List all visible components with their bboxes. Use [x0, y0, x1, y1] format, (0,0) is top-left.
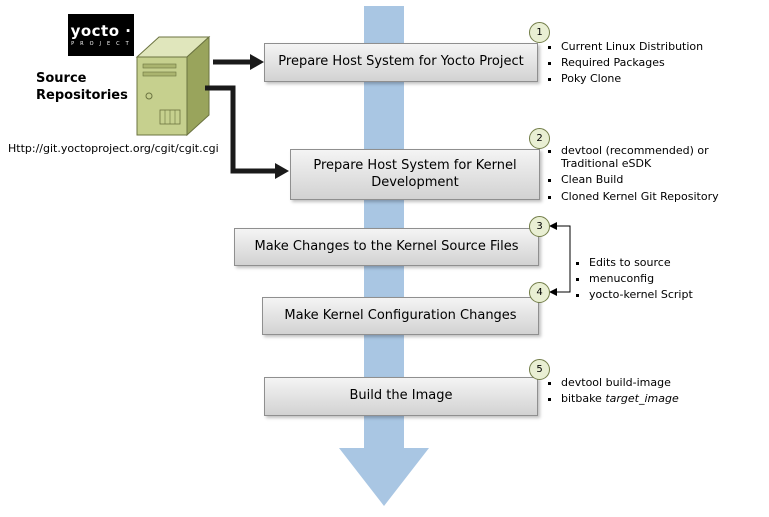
bullet-item: Edits to source [589, 256, 736, 269]
yocto-logo-subtitle: P R O J E C T [71, 40, 131, 47]
arrow-server-to-step2 [205, 85, 289, 179]
step-box-4-label: Make Kernel Configuration Changes [284, 307, 517, 323]
steps-3-4-shared-bullet-list: Edits to source menuconfig yocto-kernel … [576, 256, 736, 305]
bullet-item: Clean Build [561, 173, 724, 186]
source-repositories-label: Source Repositories [36, 70, 128, 104]
step-number-badge-1: 1 [529, 22, 550, 43]
step-box-3: Make Changes to the Kernel Source Files [234, 228, 539, 266]
bullet-list: Edits to source menuconfig yocto-kernel … [576, 256, 736, 302]
step-number-badge-2: 2 [529, 128, 550, 149]
bullet-item: Required Packages [561, 56, 760, 69]
yocto-logo: yocto · P R O J E C T [68, 14, 134, 56]
step-box-5-label: Build the Image [349, 388, 453, 404]
repo-url: Http://git.yoctoproject.org/cgit/cgit.cg… [8, 142, 219, 155]
bitbake-command-prefix: bitbake [561, 392, 606, 406]
step2-bullet-list: devtool (recommended) or Traditional eSD… [548, 144, 724, 206]
bullet-item: Current Linux Distribution [561, 40, 760, 53]
source-label-line1: Source [36, 71, 87, 86]
step-box-1-label: Prepare Host System for Yocto Project [278, 54, 524, 70]
bullet-list: devtool build-image bitbake target_image [548, 376, 760, 405]
bullet-item: bitbake target_image [561, 392, 760, 405]
step-number-badge-4: 4 [529, 282, 550, 303]
bullet-item: devtool (recommended) or Traditional eSD… [561, 144, 724, 170]
step-number-badge-5: 5 [529, 359, 550, 380]
step-box-5: Build the Image [264, 377, 538, 416]
step-box-4: Make Kernel Configuration Changes [262, 297, 539, 335]
bullet-item: menuconfig [589, 272, 736, 285]
step1-bullet-list: Current Linux Distribution Required Pack… [548, 40, 760, 89]
step-box-1: Prepare Host System for Yocto Project [264, 43, 538, 82]
step-number-badge-3: 3 [529, 216, 550, 237]
bitbake-target-image: target_image [605, 392, 679, 406]
arrow-server-to-step1 [213, 54, 264, 70]
bracket-steps-3-4 [549, 222, 571, 296]
bullet-list: Current Linux Distribution Required Pack… [548, 40, 760, 86]
step5-bullet-list: devtool build-image bitbake target_image [548, 376, 760, 408]
server-icon [135, 35, 211, 137]
bullet-item: Poky Clone [561, 72, 760, 85]
yocto-logo-wordmark: yocto · [70, 21, 132, 40]
step-box-2-label: Prepare Host System for Kernel Developme… [313, 158, 517, 190]
bullet-item: devtool build-image [561, 376, 760, 389]
step-box-3-label: Make Changes to the Kernel Source Files [254, 238, 519, 254]
bullet-item: Cloned Kernel Git Repository [561, 190, 724, 203]
bullet-item: yocto-kernel Script [589, 288, 736, 301]
step-box-2: Prepare Host System for Kernel Developme… [290, 149, 540, 200]
bullet-list: devtool (recommended) or Traditional eSD… [548, 144, 724, 203]
source-label-line2: Repositories [36, 88, 128, 103]
